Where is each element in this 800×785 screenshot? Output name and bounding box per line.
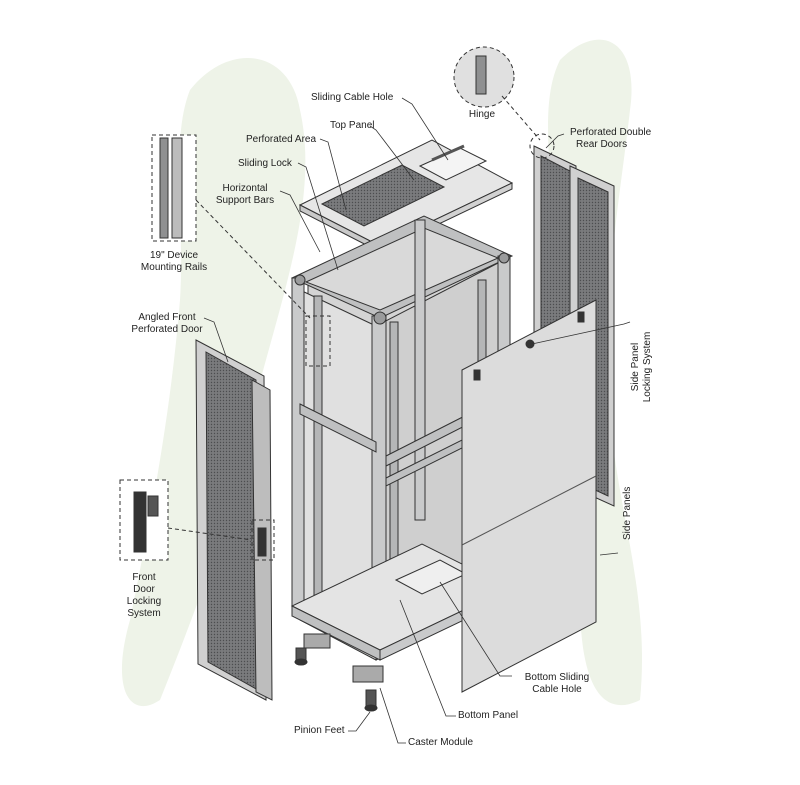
- front-door: [195, 339, 273, 701]
- side-panel-locking-system-label: Side Panel Locking System: [630, 331, 653, 403]
- pinion-feet: [294, 633, 384, 712]
- top-panel: [298, 139, 514, 253]
- top-panel-label: Top Panel: [330, 120, 375, 131]
- mounting-rails-inset: [151, 134, 331, 367]
- caster-module: [352, 665, 384, 683]
- cabinet-frame: [290, 215, 514, 661]
- front-door-locking-system-label: Front Door Locking System: [126, 572, 162, 619]
- door-handle: [257, 527, 267, 557]
- side-panel-lock: [525, 339, 535, 349]
- pinion-feet-label: Pinion Feet: [294, 725, 345, 736]
- door-lock-inset: [119, 479, 275, 561]
- sliding-cable-hole-label: Sliding Cable Hole: [311, 92, 394, 103]
- side-panels: [461, 299, 597, 693]
- side-panels-label: Side Panels: [622, 486, 633, 540]
- sliding-lock-label: Sliding Lock: [238, 158, 292, 169]
- perforated-area: [320, 164, 446, 227]
- leader-lines: [203, 97, 631, 744]
- bottom-sliding-cable-hole-label: Bottom Sliding Cable Hole: [524, 672, 590, 695]
- angled-front-perforated-door-label: Angled Front Perforated Door: [131, 312, 203, 335]
- caster-module-label: Caster Module: [408, 737, 474, 748]
- horizontal-support-bars-label: Horizontal Support Bars: [215, 183, 275, 206]
- perforated-area-label: Perforated Area: [246, 134, 317, 145]
- device-mounting-rail: [313, 295, 323, 615]
- bottom-panel-label: Bottom Panel: [458, 710, 519, 721]
- perforated-double-rear-doors-label: Perforated Double Rear Doors: [570, 127, 652, 150]
- hinge-inset: [453, 46, 555, 159]
- hinge-label: Hinge: [468, 109, 496, 120]
- device-mounting-rails-label: 19" Device Mounting Rails: [140, 250, 208, 273]
